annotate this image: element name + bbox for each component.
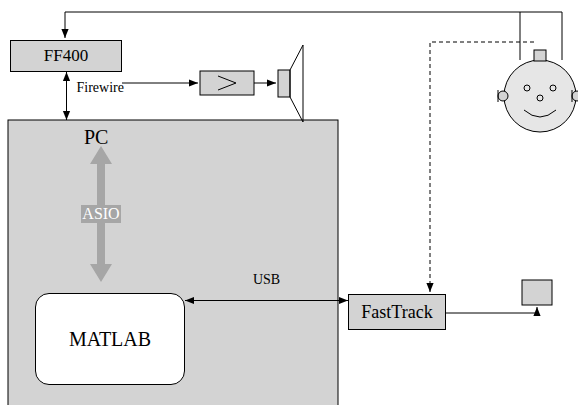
output-device — [522, 280, 552, 305]
node-label: FF400 — [44, 46, 88, 66]
speaker-symbol — [278, 70, 290, 97]
mic-wire — [520, 12, 562, 60]
speaker-cone — [290, 45, 303, 122]
signal-wire — [254, 83, 276, 84]
pc-housing — [8, 120, 338, 405]
bus-label: Firewire — [77, 80, 124, 96]
bus-label: USB — [253, 272, 280, 288]
node-label: FastTrack — [361, 302, 432, 323]
bus-connector — [66, 72, 67, 120]
node-label: MATLAB — [69, 328, 151, 351]
mic-wire — [65, 12, 520, 60]
node-label: PC — [84, 126, 108, 149]
software-box: MATLAB — [35, 293, 185, 385]
bus-connector — [185, 300, 348, 301]
computer-box: PC MATLAB — [8, 120, 338, 405]
output-wire — [446, 307, 537, 313]
device-box: FF400 — [10, 40, 122, 72]
amplifier-symbol — [218, 76, 236, 90]
amplifier-box — [200, 71, 254, 95]
protocol-label: ASIO — [81, 205, 120, 223]
signal-wire — [122, 83, 198, 84]
head-figure — [498, 50, 578, 132]
interface-box: FastTrack — [348, 294, 446, 330]
